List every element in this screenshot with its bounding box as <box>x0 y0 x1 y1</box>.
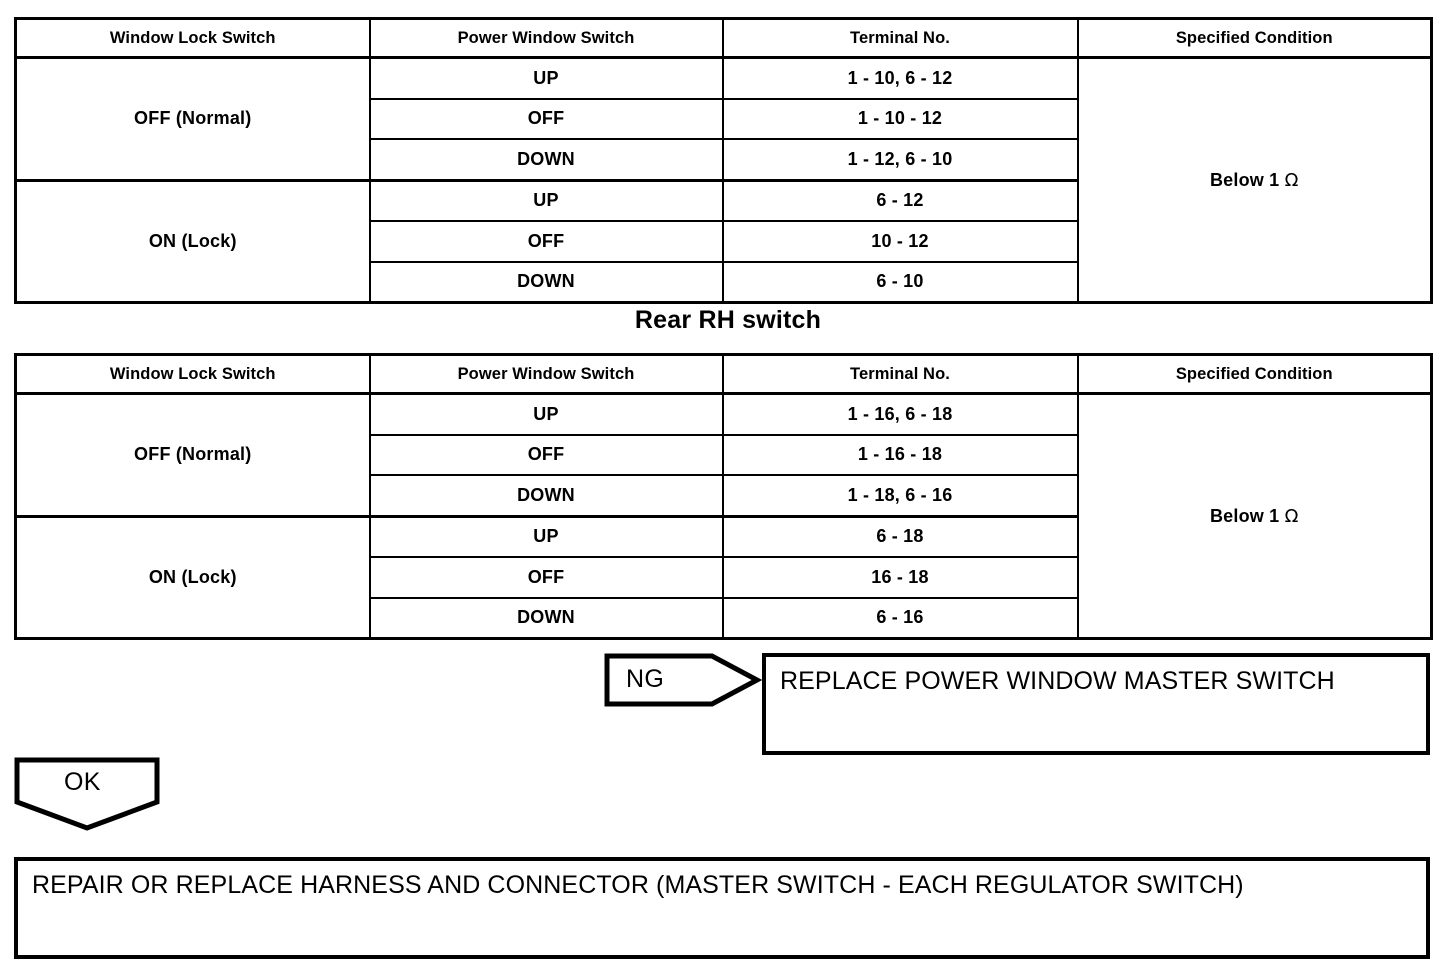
cell-switch-position: UP <box>368 392 724 436</box>
column-header-terminal-no: Terminal No. <box>721 17 1079 59</box>
cell-switch-position: UP <box>368 56 724 100</box>
ng-label: NG <box>626 665 665 693</box>
cell-switch-position: DOWN <box>368 138 724 181</box>
column-header-window-lock-switch: Window Lock Switch <box>14 353 371 395</box>
cell-terminal-no: 1 - 10, 6 - 12 <box>721 56 1079 100</box>
cell-terminal-no: 1 - 10 - 12 <box>721 97 1079 140</box>
front-switch-continuity-table: Window Lock Switch Power Window Switch T… <box>14 17 1433 304</box>
cell-terminal-no: 1 - 12, 6 - 10 <box>721 138 1079 181</box>
table-row: OFF (Normal) UP 1 - 10, 6 - 12 Below 1 Ω <box>14 56 1433 304</box>
cell-terminal-no: 1 - 18, 6 - 16 <box>721 474 1079 517</box>
table-row: OFF 16 - 18 <box>16 556 1432 599</box>
replace-master-switch-box: REPLACE POWER WINDOW MASTER SWITCH <box>762 653 1430 755</box>
cell-switch-position: OFF <box>368 97 724 140</box>
table-row: DOWN 6 - 16 <box>16 596 1432 640</box>
cell-terminal-no: 6 - 18 <box>721 514 1079 558</box>
table-row: DOWN 1 - 18, 6 - 16 <box>16 474 1432 517</box>
cell-specified-condition: Below 1 Ω <box>1076 392 1433 640</box>
ng-arrow: NG <box>604 653 763 707</box>
cell-lock-state: ON (Lock) <box>14 514 371 640</box>
cell-lock-state: OFF (Normal) <box>14 392 371 517</box>
cell-specified-condition: Below 1 Ω <box>1076 56 1433 304</box>
cell-switch-position: DOWN <box>368 596 724 640</box>
cell-terminal-no: 6 - 16 <box>721 596 1079 640</box>
table-header-row: Window Lock Switch Power Window Switch T… <box>14 17 1433 59</box>
cell-lock-state: OFF (Normal) <box>14 56 371 181</box>
cell-terminal-no: 6 - 10 <box>721 260 1079 304</box>
section-caption-rear-rh-switch: Rear RH switch <box>634 306 822 334</box>
cell-terminal-no: 1 - 16 - 18 <box>721 433 1079 476</box>
table-row: DOWN 6 - 10 <box>16 260 1432 304</box>
table-row: ON (Lock) UP 6 - 12 <box>14 178 1432 304</box>
column-header-power-window-switch: Power Window Switch <box>368 353 724 395</box>
cell-switch-position: OFF <box>368 433 724 476</box>
table-row: OFF (Normal) UP 1 - 16, 6 - 18 Below 1 Ω <box>14 392 1433 640</box>
table-row: DOWN 1 - 12, 6 - 10 <box>16 138 1432 181</box>
ok-arrow: OK <box>14 757 160 831</box>
table-header-row: Window Lock Switch Power Window Switch T… <box>14 353 1433 395</box>
repair-harness-box: REPAIR OR REPLACE HARNESS AND CONNECTOR … <box>14 857 1430 959</box>
ng-arrow-shape <box>604 653 763 707</box>
cell-switch-position: OFF <box>368 556 724 599</box>
cell-terminal-no: 10 - 12 <box>721 220 1079 263</box>
cell-terminal-no: 6 - 12 <box>721 178 1079 222</box>
ohm-symbol: Ω <box>1284 169 1299 191</box>
column-header-window-lock-switch: Window Lock Switch <box>14 17 371 59</box>
ok-arrow-shape <box>14 757 160 831</box>
table-row: OFF 1 - 16 - 18 <box>16 433 1432 476</box>
cell-terminal-no: 16 - 18 <box>721 556 1079 599</box>
cell-switch-position: DOWN <box>368 260 724 304</box>
rear-rh-switch-continuity-table: Window Lock Switch Power Window Switch T… <box>14 353 1433 640</box>
ok-label: OK <box>64 768 101 796</box>
ohm-symbol: Ω <box>1284 505 1299 527</box>
cell-switch-position: DOWN <box>368 474 724 517</box>
table-row: ON (Lock) UP 6 - 18 <box>14 514 1432 640</box>
ng-arrow-polygon <box>604 653 763 707</box>
column-header-power-window-switch: Power Window Switch <box>368 17 724 59</box>
cell-lock-state: ON (Lock) <box>14 178 371 304</box>
column-header-specified-condition: Specified Condition <box>1076 17 1433 59</box>
repair-harness-text: REPAIR OR REPLACE HARNESS AND CONNECTOR … <box>32 871 1244 899</box>
cell-switch-position: UP <box>368 514 724 558</box>
cell-terminal-no: 1 - 16, 6 - 18 <box>721 392 1079 436</box>
column-header-specified-condition: Specified Condition <box>1076 353 1433 395</box>
table-row: OFF 10 - 12 <box>16 220 1432 263</box>
replace-master-switch-text: REPLACE POWER WINDOW MASTER SWITCH <box>780 667 1335 695</box>
condition-value: Below 1 <box>1209 169 1285 190</box>
ok-arrow-polygon <box>14 757 160 831</box>
cell-switch-position: OFF <box>368 220 724 263</box>
cell-switch-position: UP <box>368 178 724 222</box>
table-row: OFF 1 - 10 - 12 <box>16 97 1432 140</box>
column-header-terminal-no: Terminal No. <box>721 353 1079 395</box>
condition-value: Below 1 <box>1209 505 1285 526</box>
